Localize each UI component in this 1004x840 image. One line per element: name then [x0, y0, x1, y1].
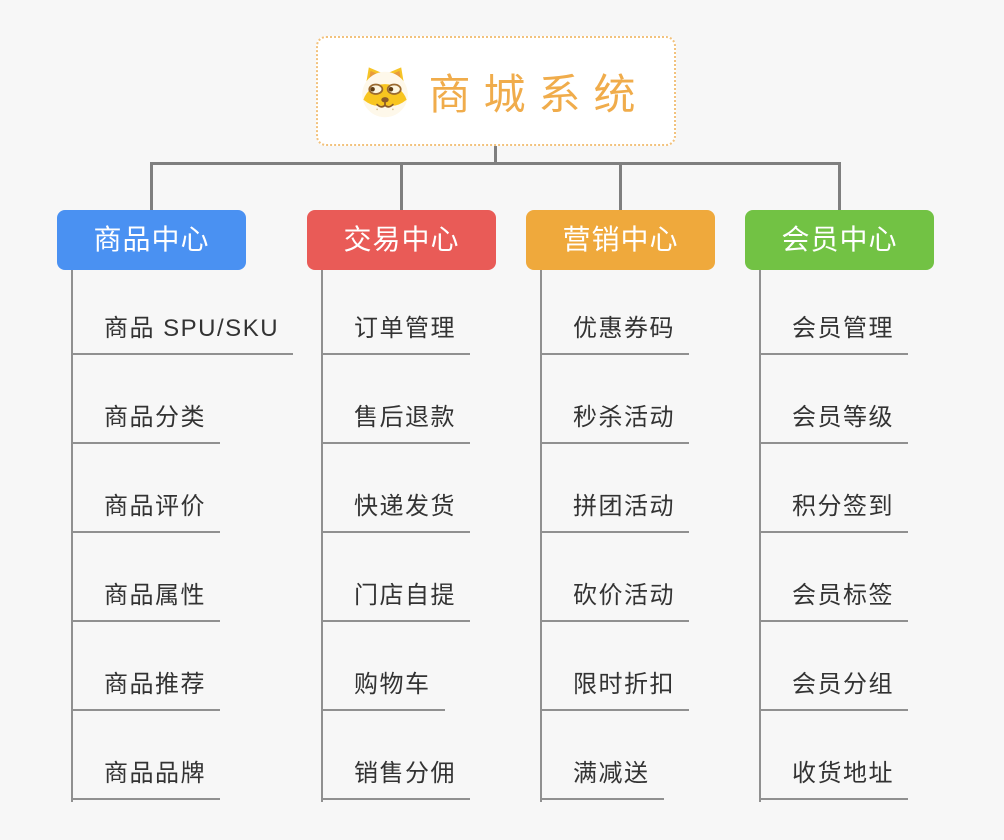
- mindmap-node[interactable]: 商品分类: [71, 397, 220, 444]
- mindmap-node[interactable]: 快递发货: [321, 486, 470, 533]
- branch-spine-marketing: [540, 270, 542, 802]
- item-row: 商品 SPU/SKU: [57, 266, 342, 355]
- connector-drop-member: [838, 162, 841, 210]
- item-row: 限时折扣: [526, 622, 811, 711]
- mindmap-node[interactable]: 销售分佣: [321, 753, 470, 800]
- item-row: 商品属性: [57, 533, 342, 622]
- branch-spine-trade: [321, 270, 323, 802]
- dog-face-icon: [362, 67, 409, 118]
- branch-items-member: 会员管理 会员等级 积分签到 会员标签 会员分组 收货地址: [745, 266, 1004, 800]
- connector-drop-marketing: [619, 162, 622, 210]
- mindmap-node[interactable]: 商品 SPU/SKU: [71, 308, 294, 355]
- mindmap-node[interactable]: 秒杀活动: [540, 397, 689, 444]
- item-row: 售后退款: [307, 355, 592, 444]
- item-row: 积分签到: [745, 444, 1004, 533]
- branch-spine-member: [759, 270, 761, 802]
- connector-bus-line: [150, 162, 841, 165]
- branch-header-marketing-center[interactable]: 营销中心: [526, 210, 715, 270]
- item-row: 会员标签: [745, 533, 1004, 622]
- item-row: 收货地址: [745, 711, 1004, 800]
- mindmap-node[interactable]: 限时折扣: [540, 664, 689, 711]
- mindmap-node[interactable]: 砍价活动: [540, 575, 689, 622]
- item-row: 会员等级: [745, 355, 1004, 444]
- mindmap-node[interactable]: 商品品牌: [71, 753, 220, 800]
- branch-items-trade: 订单管理 售后退款 快递发货 门店自提 购物车 销售分佣: [307, 266, 592, 800]
- mindmap-node[interactable]: 门店自提: [321, 575, 470, 622]
- item-row: 购物车: [307, 622, 592, 711]
- branch-items-product: 商品 SPU/SKU 商品分类 商品评价 商品属性 商品推荐 商品品牌: [57, 266, 342, 800]
- item-row: 秒杀活动: [526, 355, 811, 444]
- mindmap-node[interactable]: 商品属性: [71, 575, 220, 622]
- branch-spine-product: [71, 270, 73, 802]
- branch-header-trade-center[interactable]: 交易中心: [307, 210, 496, 270]
- mindmap-node[interactable]: 优惠券码: [540, 308, 689, 355]
- item-row: 商品评价: [57, 444, 342, 533]
- mindmap-node[interactable]: 会员分组: [759, 664, 908, 711]
- mindmap-node[interactable]: 购物车: [321, 664, 445, 711]
- mindmap-node[interactable]: 会员管理: [759, 308, 908, 355]
- mindmap-node[interactable]: 订单管理: [321, 308, 470, 355]
- item-row: 会员管理: [745, 266, 1004, 355]
- mindmap-node[interactable]: 商品推荐: [71, 664, 220, 711]
- root-node[interactable]: 商城系统: [316, 36, 676, 146]
- item-row: 销售分佣: [307, 711, 592, 800]
- item-row: 门店自提: [307, 533, 592, 622]
- mindmap-node[interactable]: 会员等级: [759, 397, 908, 444]
- mindmap-node[interactable]: 售后退款: [321, 397, 470, 444]
- mindmap-node[interactable]: 满减送: [540, 753, 664, 800]
- item-row: 商品品牌: [57, 711, 342, 800]
- root-title: 商城系统: [428, 70, 649, 118]
- item-row: 商品推荐: [57, 622, 342, 711]
- mindmap-node[interactable]: 会员标签: [759, 575, 908, 622]
- mindmap-node[interactable]: 积分签到: [759, 486, 908, 533]
- branch-header-product-center[interactable]: 商品中心: [57, 210, 246, 270]
- item-row: 商品分类: [57, 355, 342, 444]
- item-row: 砍价活动: [526, 533, 811, 622]
- item-row: 拼团活动: [526, 444, 811, 533]
- branch-header-member-center[interactable]: 会员中心: [745, 210, 934, 270]
- connector-root-dropline: [494, 146, 497, 163]
- item-row: 快递发货: [307, 444, 592, 533]
- mindmap-node[interactable]: 商品评价: [71, 486, 220, 533]
- item-row: 订单管理: [307, 266, 592, 355]
- mindmap-node[interactable]: 收货地址: [759, 753, 908, 800]
- item-row: 优惠券码: [526, 266, 811, 355]
- connector-drop-product: [150, 162, 153, 210]
- item-row: 满减送: [526, 711, 811, 800]
- connector-drop-trade: [400, 162, 403, 210]
- mindmap-node[interactable]: 拼团活动: [540, 486, 689, 533]
- branch-items-marketing: 优惠券码 秒杀活动 拼团活动 砍价活动 限时折扣 满减送: [526, 266, 811, 800]
- item-row: 会员分组: [745, 622, 1004, 711]
